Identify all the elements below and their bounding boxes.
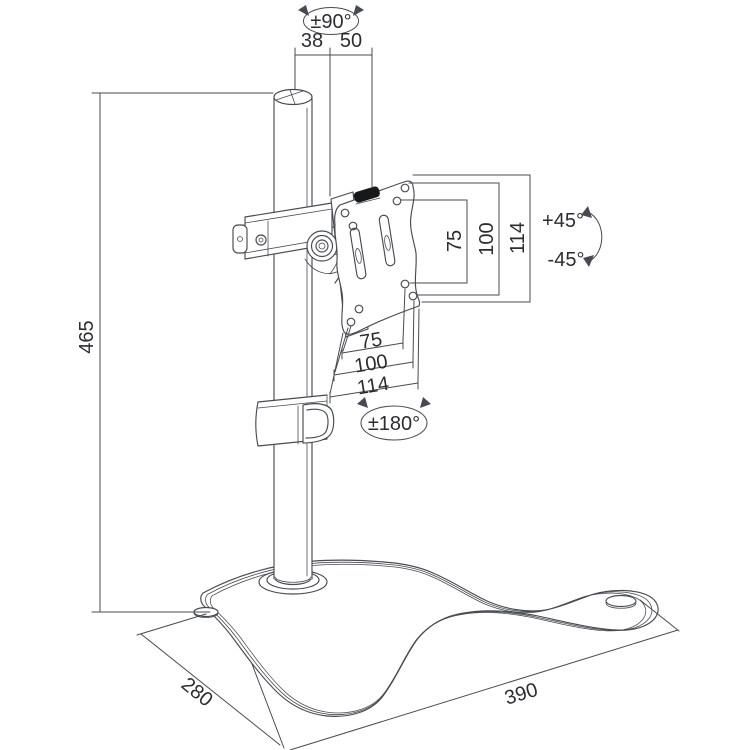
dim-rotation-plate: ±180° — [357, 397, 431, 441]
rotation-plate-ellipse — [360, 405, 428, 441]
vesa-plate — [334, 180, 421, 335]
rotation-plate-label: ±180° — [368, 413, 420, 435]
tilt-arrow-down — [583, 255, 594, 267]
base-bevel-contour-1 — [205, 561, 653, 716]
height-label: 465 — [76, 320, 98, 353]
vesa-slot-left — [349, 227, 367, 280]
vesa-h100-label: 100 — [353, 351, 389, 378]
pivot-screw-center — [318, 242, 326, 250]
vesa-slot-left-detail — [355, 248, 362, 264]
clamp-screw — [255, 234, 267, 246]
clamp-screw-center — [258, 237, 264, 243]
cable-clip-collar — [255, 394, 335, 447]
offset-right-label: 50 — [340, 30, 362, 52]
offset-left-label: 38 — [301, 30, 323, 52]
clamp-tab — [232, 224, 248, 254]
vesa-v114-label: 114 — [507, 222, 529, 254]
base-outline — [200, 559, 659, 717]
dim-rotation-top: ±90° — [298, 5, 364, 35]
rotation-top-arrow-left — [298, 5, 309, 16]
pole-body-fill — [274, 97, 312, 579]
vesa-v75-label: 75 — [444, 230, 466, 252]
base-bevel-contour-2 — [209, 563, 647, 714]
vesa-v114-bracket — [412, 174, 531, 303]
vesa-h114-label: 114 — [356, 373, 391, 400]
base-width-label: 390 — [502, 679, 540, 710]
tension-knob-base — [355, 197, 381, 205]
vesa-hole-inner-tr — [392, 196, 402, 206]
tilt-arm-lower — [304, 258, 340, 274]
collar-top-edge — [257, 394, 328, 403]
pivot-boss-ring — [310, 234, 334, 258]
foot-right-rim — [605, 602, 637, 609]
pole-cap-seam-2 — [289, 89, 296, 105]
vesa-v100-bracket — [408, 182, 500, 296]
cable-clip-inner — [305, 408, 329, 439]
vesa-plate-outline — [334, 180, 421, 335]
dim-vesa-vertical: 75 100 114 — [400, 174, 531, 303]
rotation-top-arrow-right — [353, 5, 364, 16]
vesa-v75-bracket — [400, 199, 468, 284]
vesa-h75-ext-right — [402, 288, 406, 342]
pivot-screw — [315, 239, 329, 253]
dim-tilt: +45° -45° — [542, 206, 603, 271]
vesa-slot-right — [378, 214, 396, 267]
tilt-arc — [587, 211, 603, 262]
vesa-hole-outer-br — [408, 291, 418, 301]
dim-vesa-horizontal: 75 100 114 — [329, 288, 420, 404]
foot-left-rim — [193, 612, 219, 618]
tension-knob — [353, 186, 380, 203]
clamp-tab-hole — [237, 236, 243, 242]
pole — [273, 88, 313, 583]
vesa-h114-line — [329, 382, 419, 398]
base-depth-label: 280 — [177, 673, 217, 711]
rotation-top-ellipse — [303, 7, 359, 35]
base-depth-line — [140, 633, 281, 746]
tilt-down-label: -45° — [548, 249, 585, 271]
vesa-h100-ext-right — [412, 300, 415, 361]
tilt-arrow-up — [581, 206, 592, 218]
vesa-h75-ext-left — [342, 325, 352, 352]
clamp-lip — [244, 208, 333, 224]
collar-left-edge — [255, 401, 259, 447]
base-ext-left — [136, 613, 207, 636]
base — [193, 559, 659, 717]
vesa-hole-outer-tl — [340, 208, 350, 218]
rotation-top-label: ±90° — [310, 11, 351, 33]
vesa-h114-ext-left — [329, 332, 344, 395]
vesa-hole-inner-br — [400, 279, 410, 289]
vesa-hole-outer-tr — [400, 183, 410, 193]
collar-top-edge-2 — [257, 400, 328, 409]
vesa-h100-ext-left — [334, 327, 349, 373]
grommet-front-rim — [274, 576, 312, 583]
vesa-h114-ext-right — [417, 308, 420, 382]
vesa-h75-line — [341, 342, 404, 354]
vesa-h75-label: 75 — [358, 328, 383, 353]
vesa-hole-inner-tl — [348, 221, 358, 231]
tilt-up-label: +45° — [542, 210, 584, 232]
vesa-v100-label: 100 — [476, 222, 498, 255]
pole-cap-seam-1 — [275, 90, 304, 101]
pole-cap — [273, 88, 313, 106]
base-ext-front — [251, 663, 285, 749]
foot-right — [605, 594, 637, 608]
vesa-h100-line — [333, 361, 414, 376]
vesa-hole-inner-bl — [354, 304, 364, 314]
base-width-line — [289, 629, 679, 750]
dim-pole-height: 465 — [76, 92, 274, 613]
base-ext-right — [639, 599, 680, 632]
vesa-slot-right-detail — [384, 235, 391, 251]
dim-offsets-38-50: 38 50 — [294, 30, 373, 197]
rotation-plate-arrow-right — [420, 397, 431, 408]
rotation-plate-arrow-left — [357, 397, 368, 408]
